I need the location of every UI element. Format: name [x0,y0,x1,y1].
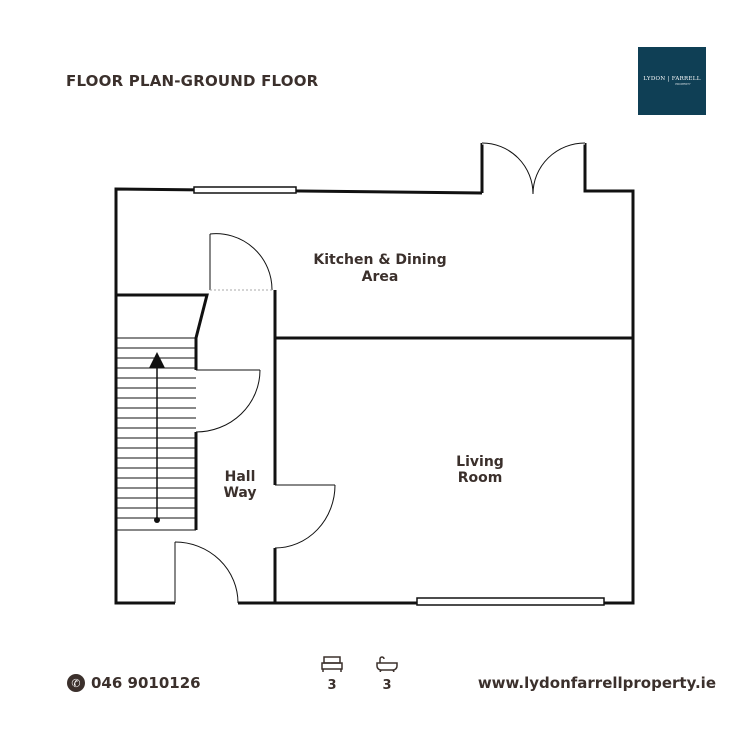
window [193,186,297,194]
bathrooms-count: 3 [382,678,392,693]
logo: LYDON | FARRELL PROPERTY [638,47,706,115]
phone-number: 046 9010126 [91,674,201,692]
bedrooms-count: 3 [327,678,337,693]
bathrooms-feature: 3 [375,656,399,693]
room-label-kitchen: Kitchen & Dining [313,252,446,268]
website-link[interactable]: www.lydonfarrellproperty.ie [477,674,716,692]
stair-start-dot [154,517,160,523]
door-kitchen [209,233,273,291]
window [416,597,605,606]
stair-wall [116,293,209,370]
door-cupboard [195,369,261,433]
door-living [274,484,336,549]
room-label-living: Living [456,454,504,470]
bedrooms-feature: 3 [320,656,344,693]
page-title: FLOOR PLAN-GROUND FLOOR [66,72,319,90]
door-front [174,541,239,604]
bath-icon [376,656,398,672]
phone-icon: ✆ [67,674,85,692]
phone-contact[interactable]: ✆ 046 9010126 [67,674,201,692]
outer-wall [114,187,483,605]
room-label-hall: Hall [225,469,256,485]
stair-arrow-head [149,352,165,368]
room-label-living-2: Room [458,470,503,486]
room-label-hall-2: Way [223,485,256,501]
logo-subtitle: PROPERTY [675,82,691,86]
room-label-kitchen-2: Area [362,269,399,285]
bed-icon [321,656,343,672]
logo-name: LYDON | FARRELL [643,76,701,82]
french-doors [481,141,586,195]
outer-wall [238,143,635,605]
